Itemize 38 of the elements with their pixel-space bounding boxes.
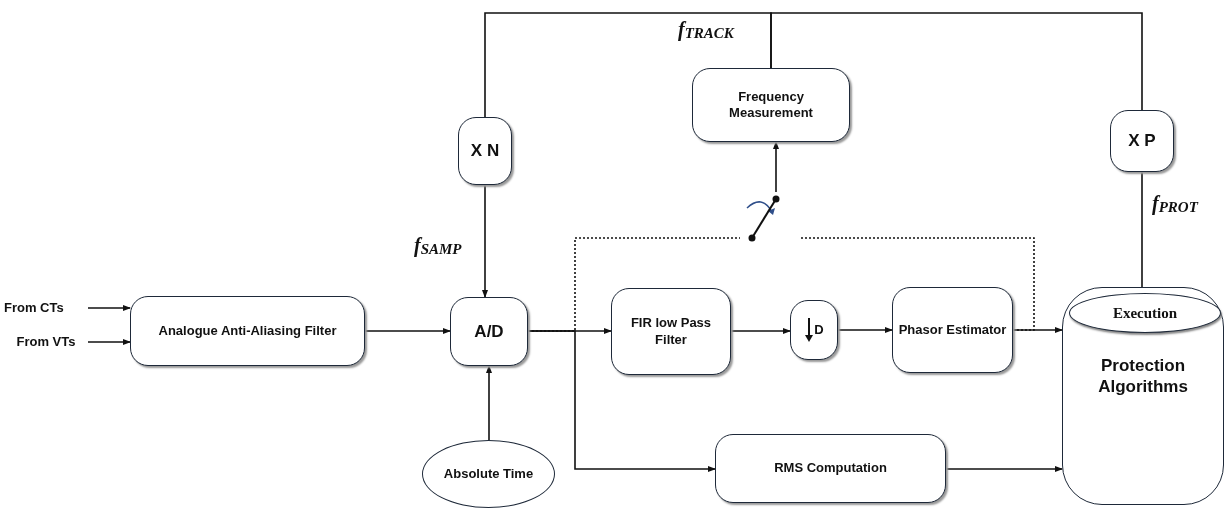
dotted-connector — [527, 237, 741, 332]
connector-arrow — [837, 327, 893, 333]
dotted-connector — [799, 237, 1035, 331]
input-label: From VTs — [16, 333, 76, 352]
connector-arrow — [486, 365, 492, 441]
connector-arrow — [773, 141, 779, 193]
process-box — [1069, 293, 1221, 333]
connector-arrow — [527, 330, 716, 472]
connector-arrow — [730, 328, 791, 334]
block-label: Execution — [1111, 303, 1179, 323]
connector-arrow — [364, 328, 451, 334]
block-label: Frequency Measurement — [728, 88, 814, 122]
process-box — [611, 288, 731, 375]
process-box — [450, 297, 528, 366]
process-box — [458, 117, 512, 185]
connector-arrow — [1012, 327, 1063, 333]
block-label: Protection Algorithms — [1097, 354, 1189, 398]
block-label: Phasor Estimator — [897, 321, 1008, 339]
connector-arrow — [482, 184, 488, 298]
process-box — [1110, 110, 1174, 172]
process-box — [892, 287, 1013, 373]
process-box — [715, 434, 946, 503]
block-label: RMS Computation — [773, 460, 888, 477]
block-label: FIR low Pass Filter — [629, 315, 713, 348]
block-label: X P — [1127, 130, 1157, 152]
block-label: A/D — [473, 320, 505, 343]
connector-arrow — [87, 305, 131, 311]
block-label: X N — [469, 140, 501, 162]
block-label: Analogue Anti-Aliasing Filter — [157, 322, 338, 340]
connector-arrow — [87, 339, 131, 345]
connector-arrow — [945, 466, 1063, 472]
process-box — [130, 296, 365, 366]
input-label: From CTs — [4, 299, 64, 318]
process-box — [692, 68, 850, 142]
process-box — [1062, 287, 1224, 505]
block-label: Absolute Time — [442, 465, 535, 483]
block-label: D — [814, 321, 824, 340]
process-box — [790, 300, 838, 360]
